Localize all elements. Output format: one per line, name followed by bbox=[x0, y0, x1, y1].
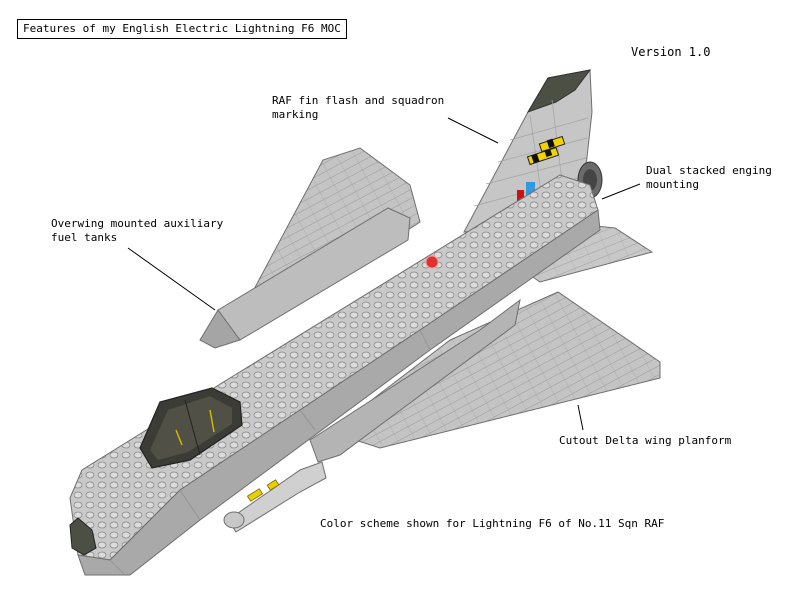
diagram-title: Features of my English Electric Lightnin… bbox=[17, 19, 347, 39]
leader-fuel-tanks bbox=[127, 247, 216, 311]
leader-fin-flash bbox=[447, 117, 499, 144]
callout-fuel-tanks: Overwing mounted auxiliary fuel tanks bbox=[51, 217, 224, 244]
nose-cone bbox=[69, 517, 97, 556]
squadron-marking bbox=[526, 135, 566, 166]
fin-flash-red bbox=[517, 190, 524, 202]
missile bbox=[223, 461, 327, 533]
leader-wing bbox=[577, 404, 584, 431]
fin-flash-blue bbox=[526, 182, 535, 196]
fin-tip bbox=[526, 69, 592, 113]
right-wing bbox=[328, 291, 661, 449]
roundel bbox=[425, 255, 439, 269]
overwing-fuel-tank bbox=[199, 207, 411, 349]
leader-lines bbox=[127, 117, 641, 431]
callout-engine-mounting: Dual stacked enging mounting bbox=[646, 164, 772, 191]
ventral-tank bbox=[309, 298, 521, 463]
version-label: Version 1.0 bbox=[631, 45, 711, 59]
fuselage-side bbox=[77, 209, 601, 576]
leader-engine bbox=[601, 183, 641, 200]
callout-fin-flash: RAF fin flash and squadron marking bbox=[272, 94, 445, 121]
callout-wing-planform: Cutout Delta wing planform bbox=[559, 434, 732, 447]
cockpit-canopy bbox=[139, 387, 243, 469]
caption-color-scheme: Color scheme shown for Lightning F6 of N… bbox=[320, 517, 665, 530]
